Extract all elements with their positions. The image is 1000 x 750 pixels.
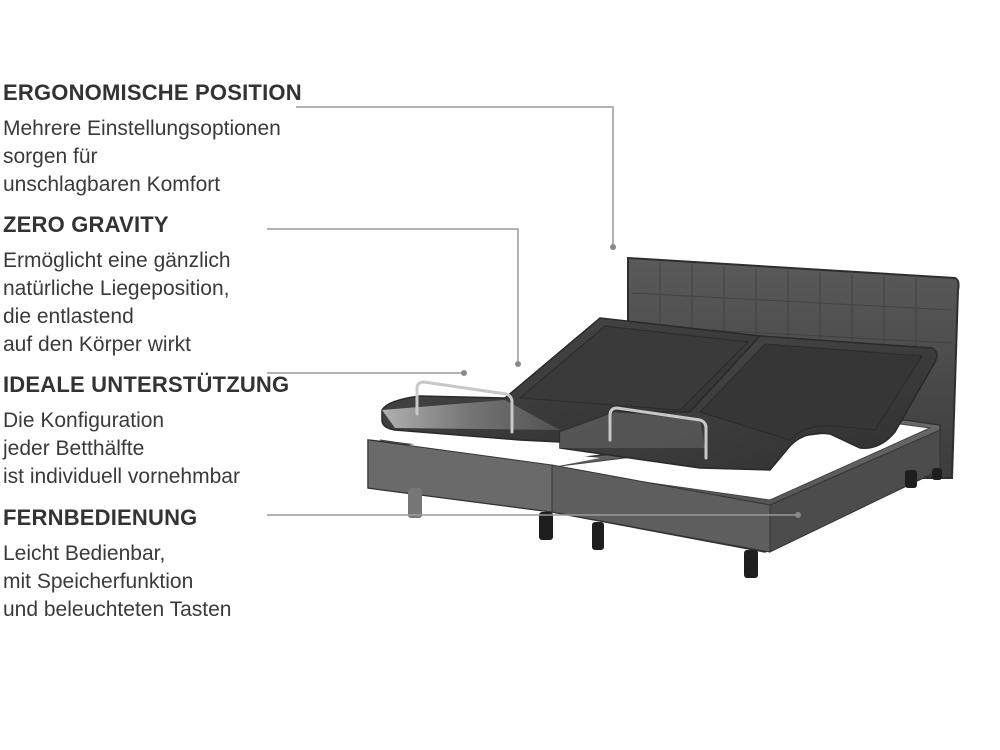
feature-remote-control: FERNBEDIENUNG Leicht Bedienbar, mit Spei… [3, 504, 333, 624]
feature-ergonomic-position: ERGONOMISCHE POSITION Mehrere Einstellun… [3, 79, 333, 199]
feature-title: FERNBEDIENUNG [3, 505, 198, 530]
bed-legs [408, 468, 942, 578]
feature-description: Leicht Bedienbar, mit Speicherfunktion u… [3, 542, 232, 621]
leader-lines [267, 106, 797, 516]
leader-dots [461, 244, 801, 518]
right-deck [559, 335, 938, 471]
left-deck [381, 317, 762, 443]
feature-description: Ermöglicht eine gänzlich natürliche Lieg… [3, 249, 231, 356]
feature-description: Mehrere Einstellungsoptionen sorgen für … [3, 117, 281, 196]
feature-title: ERGONOMISCHE POSITION [3, 80, 302, 105]
feature-title: IDEALE UNTERSTÜTZUNG [3, 372, 290, 397]
feature-zero-gravity: ZERO GRAVITY Ermöglicht eine gänzlich na… [3, 211, 333, 359]
feature-description: Die Konfiguration jeder Betthälfte ist i… [3, 409, 240, 488]
side-rails [415, 380, 708, 460]
feature-ideal-support: IDEALE UNTERSTÜTZUNG Die Konfiguration j… [3, 371, 333, 491]
feature-title: ZERO GRAVITY [3, 212, 169, 237]
